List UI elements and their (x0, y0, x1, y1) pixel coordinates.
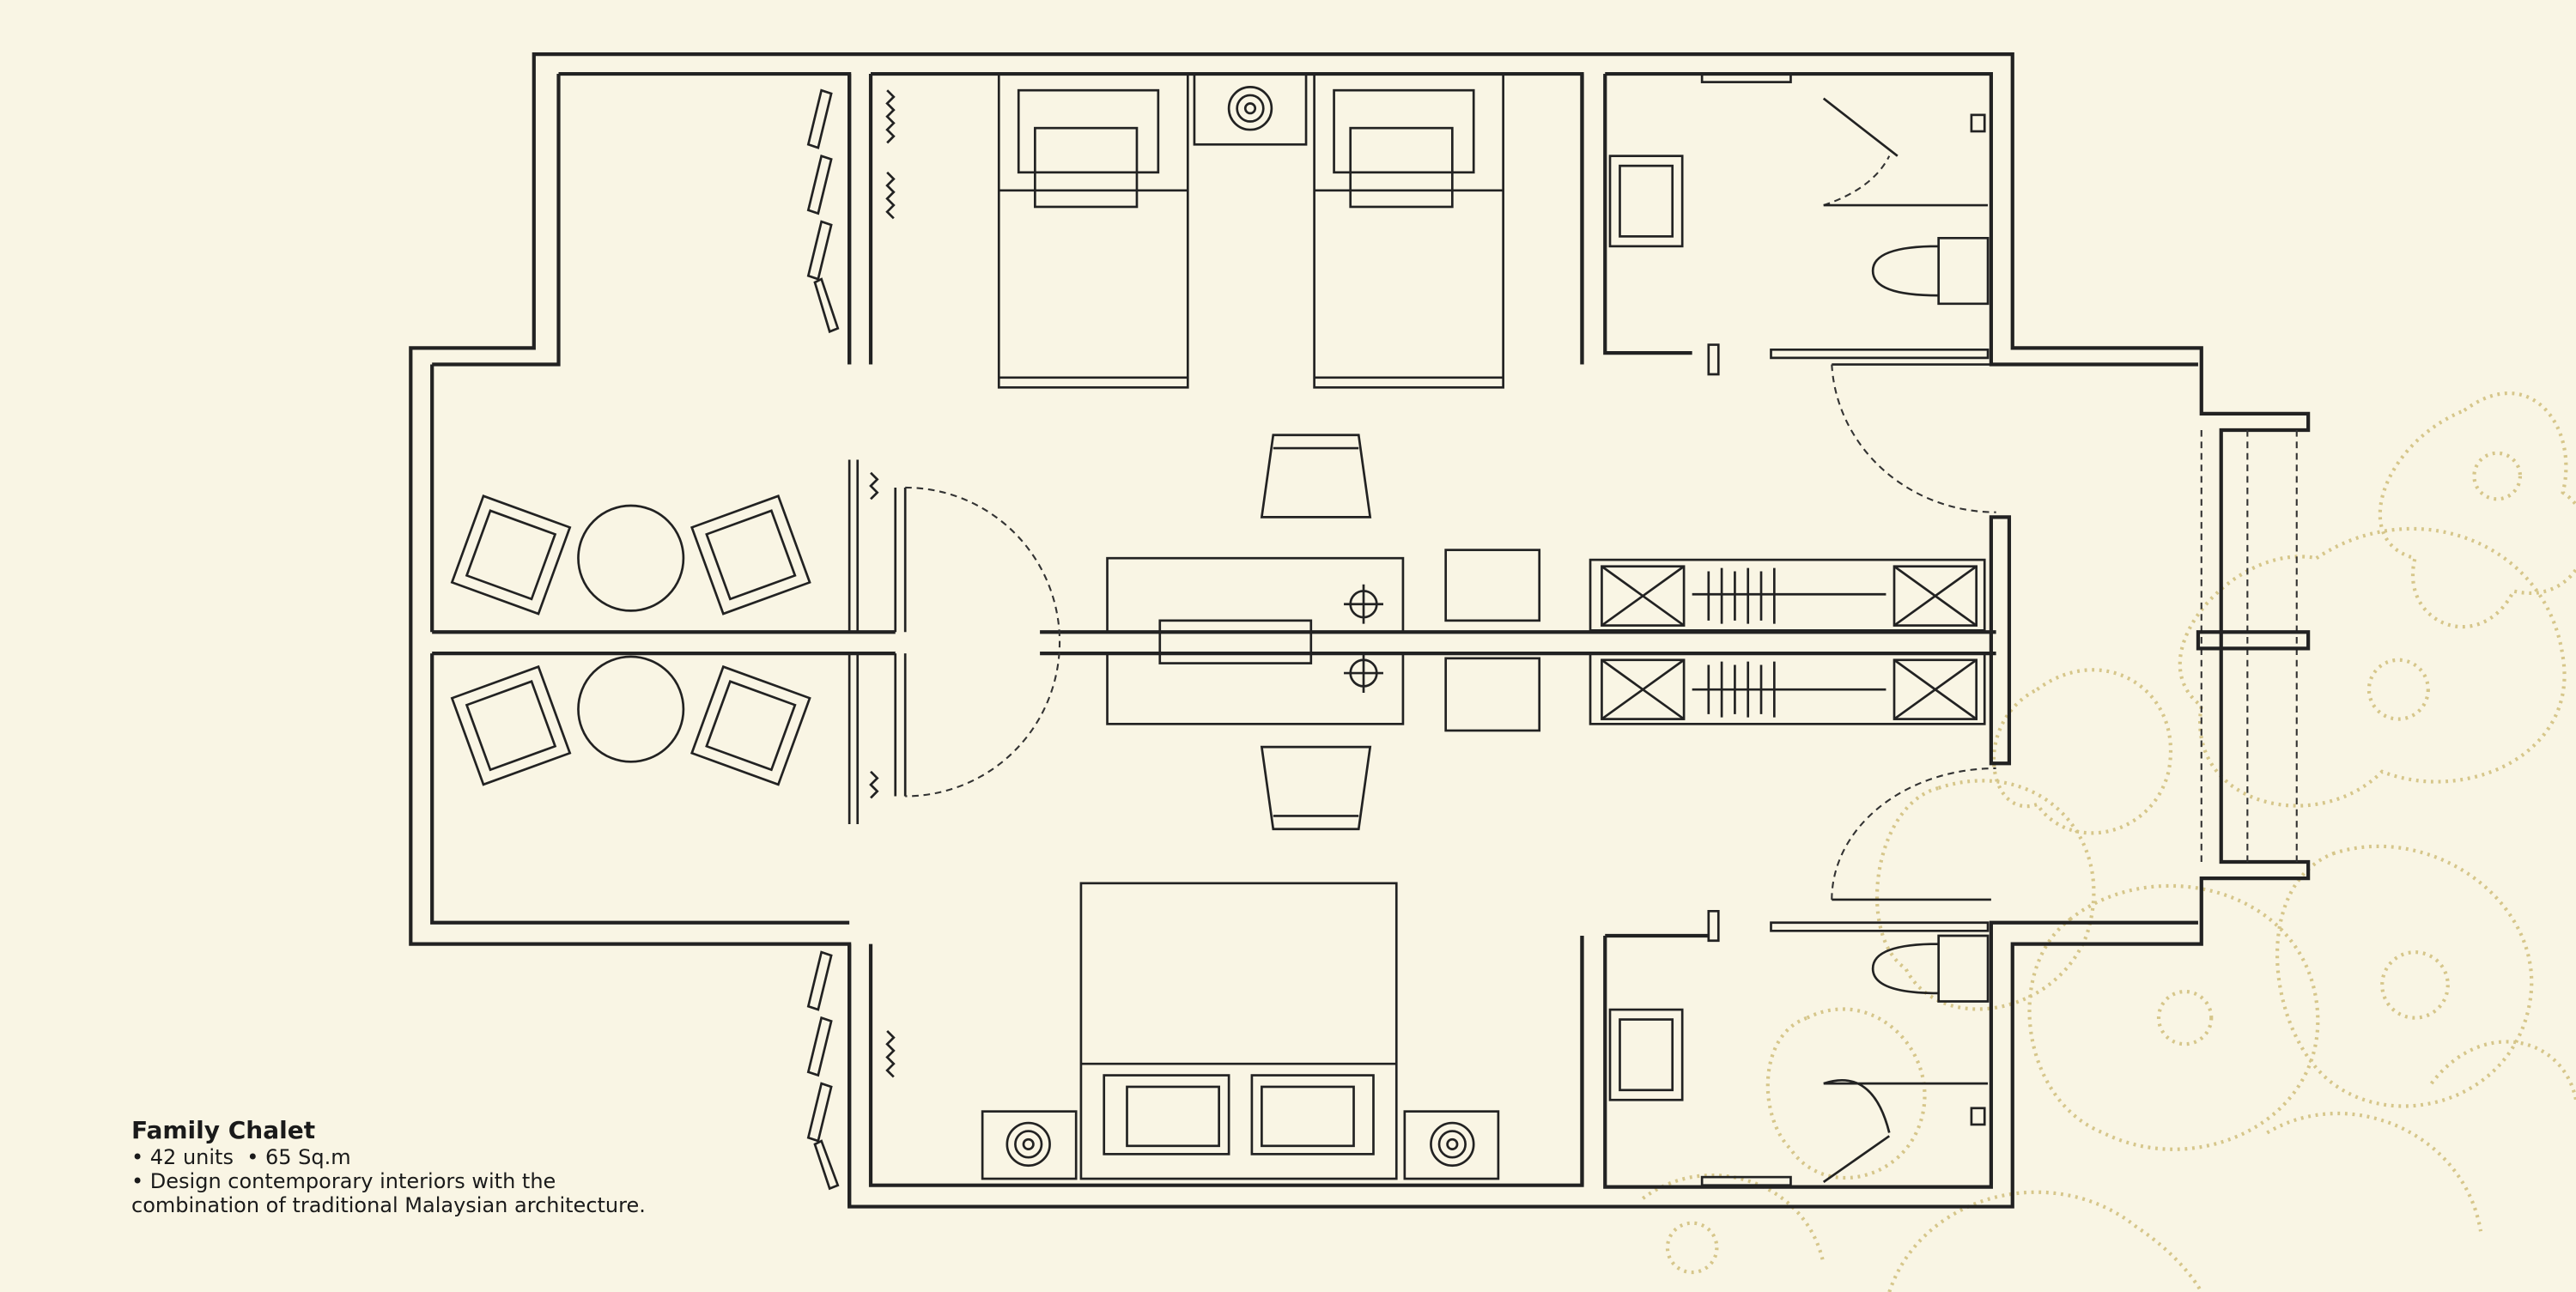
interior-walls (432, 74, 2012, 1207)
bathroom-fixtures (1608, 72, 1990, 1187)
plan-caption: Family Chalet • 42 units • 65 Sq.m • Des… (131, 1116, 646, 1217)
lounge-seating-bottom (450, 655, 811, 786)
plan-title: Family Chalet (131, 1116, 316, 1144)
doors (905, 97, 1996, 1183)
plan-description-line-2: combination of traditional Malaysian arc… (131, 1193, 646, 1217)
wardrobes (1589, 558, 1986, 725)
sliding-windows (806, 88, 907, 1191)
batik-ornament (1642, 391, 2576, 1292)
desks-and-chairs (1106, 434, 1541, 831)
exterior-walls (409, 52, 2311, 1209)
balcony-railing (2196, 430, 2311, 862)
plan-description-line-1: • Design contemporary interiors with the (131, 1169, 556, 1193)
plan-stats: • 42 units • 65 Sq.m (131, 1145, 351, 1169)
twin-beds (997, 72, 1504, 389)
double-bed (981, 882, 1500, 1180)
lounge-seating-top (450, 494, 811, 616)
